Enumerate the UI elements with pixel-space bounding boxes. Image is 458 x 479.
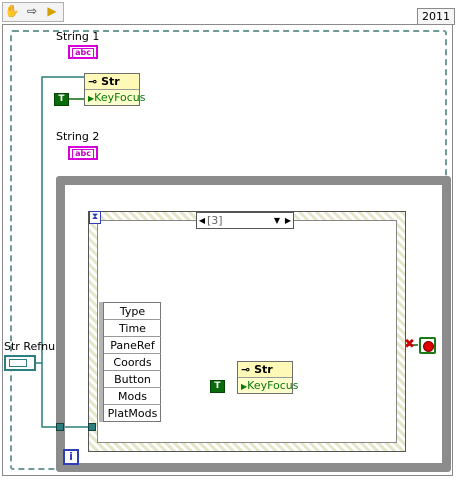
property-node-inner-row[interactable]: ▶KeyFocus [238, 378, 299, 393]
event-data-field[interactable]: Coords [104, 354, 161, 371]
hand-icon[interactable]: ✋ [4, 4, 20, 18]
outer-frame [2, 24, 453, 476]
string2-label: String 2 [56, 130, 100, 143]
true-constant-top[interactable]: T [54, 93, 69, 106]
property-node-inner-class: Str [254, 363, 273, 376]
property-node-inner-header: ⊸ Str [238, 362, 292, 378]
event-structure-outline [88, 211, 406, 452]
while-loop[interactable] [56, 176, 451, 472]
toolbar [2, 2, 64, 22]
case-dropdown-icon[interactable]: ▼ [273, 216, 281, 225]
timeout-icon: ⧗ [89, 211, 101, 224]
true-constant-inner[interactable]: T [210, 380, 225, 393]
property-node-inner[interactable]: ⊸ Str ▶KeyFocus [237, 361, 299, 394]
case-selector[interactable] [196, 212, 294, 229]
string2-type-badge: abc [72, 149, 94, 159]
event-data-node[interactable] [99, 302, 161, 422]
event-data-field[interactable]: Mods [104, 388, 161, 405]
refnum-wire-to-loop [41, 363, 60, 428]
case-selector-label: [3] [207, 214, 223, 227]
property-node-top[interactable]: ⊸ Str ▶KeyFocus [84, 73, 146, 106]
event-tunnel [88, 423, 96, 431]
string2-terminal[interactable]: abc [68, 146, 98, 160]
property-node-top-prop: KeyFocus [94, 91, 146, 104]
write-arrow-icon: ▶ [88, 94, 95, 103]
next-case-icon[interactable]: ▶ [284, 216, 292, 225]
key-icon: ⊸ [88, 75, 98, 88]
prev-case-icon[interactable]: ◀ [198, 216, 206, 225]
property-node-top-header: ⊸ Str [85, 74, 139, 90]
stop-icon [423, 341, 434, 352]
property-node-top-class: Str [101, 75, 120, 88]
version-label: 2011 [417, 8, 455, 25]
string1-label: String 1 [56, 30, 100, 43]
property-node-top-row[interactable]: ▶KeyFocus [85, 90, 146, 105]
refnum-label: Str Refnum [4, 340, 66, 353]
key-icon: ⊸ [241, 363, 251, 376]
stop-x-icon: ✖ [404, 337, 415, 352]
event-data-field[interactable]: Button [104, 371, 161, 388]
event-data-field[interactable]: PaneRef [104, 337, 161, 354]
event-data-field[interactable]: PlatMods [107, 407, 158, 420]
write-arrow-icon: ▶ [241, 382, 248, 391]
string1-type-badge: abc [72, 48, 94, 58]
property-node-inner-prop: KeyFocus [247, 379, 299, 392]
arrow-icon[interactable]: ⇨ [26, 4, 38, 18]
refnum-icon [9, 359, 27, 367]
run-icon[interactable]: ▶ [47, 4, 57, 18]
refnum-wire-to-top-node [36, 76, 84, 364]
iteration-terminal: i [63, 449, 79, 465]
event-data-field[interactable]: Type [104, 303, 161, 320]
event-data-field[interactable]: Time [104, 320, 161, 337]
string1-terminal[interactable]: abc [68, 45, 98, 59]
loop-tunnel [56, 423, 64, 431]
event-data-node-bar [99, 302, 104, 422]
